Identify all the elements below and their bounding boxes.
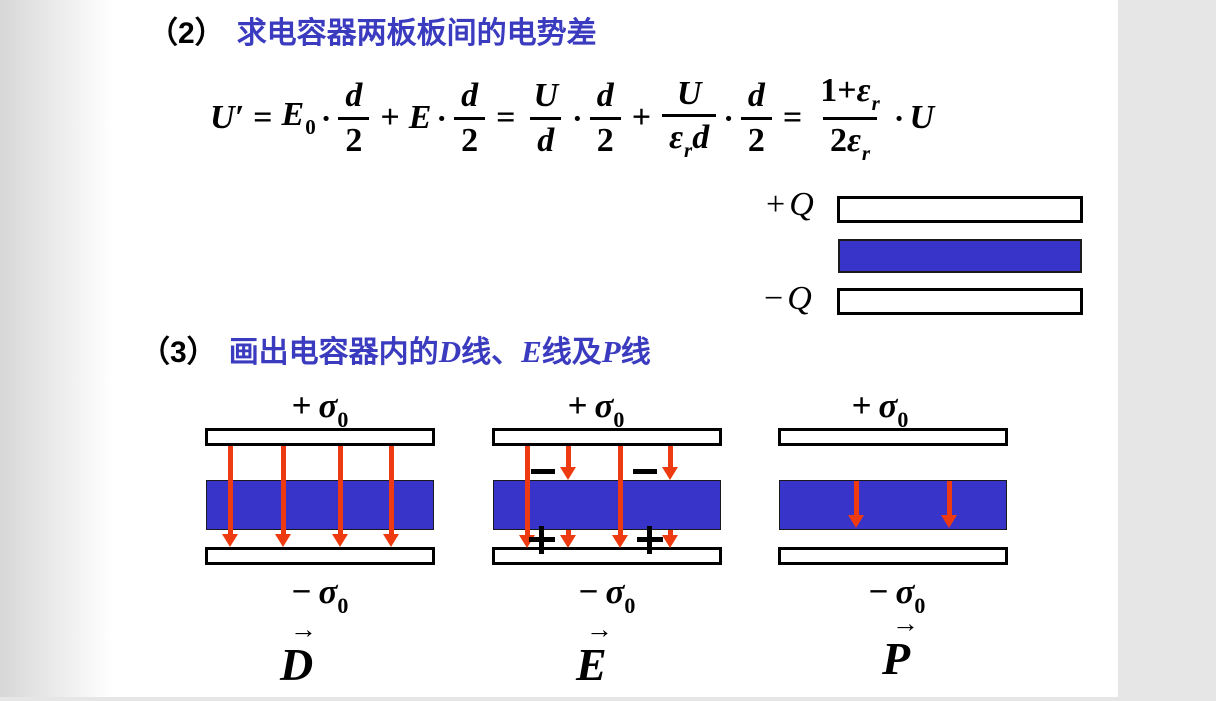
capacitor-dielectric-slab <box>838 239 1082 273</box>
e-field-line-arrow-long <box>612 446 628 548</box>
section-2-number: （2） <box>148 17 225 50</box>
d-vector-label: →D <box>280 614 317 690</box>
p-vector-label: →P <box>882 608 919 684</box>
section-2-heading: （2） 求电容器两板板间的电势差 <box>148 8 597 52</box>
vector-arrow-icon: → <box>586 614 613 644</box>
d-field-line-arrow <box>332 446 348 547</box>
bottom-plate <box>492 547 722 565</box>
e-field-line-arrow-top-gap <box>560 446 576 480</box>
e-field-line-arrow-bottom-gap <box>662 530 678 548</box>
bound-negative-charge-icon <box>531 469 555 474</box>
dot-operator: · <box>320 99 332 136</box>
plus-sign: + <box>631 99 652 136</box>
capacitor-bottom-plate <box>837 288 1083 315</box>
vector-arrow-icon: → <box>290 614 317 644</box>
bottom-plate <box>205 547 435 565</box>
minus-sigma0-label: −σ0 <box>578 572 636 618</box>
e-field-line-arrow-top-gap <box>662 446 678 480</box>
plus-sigma0-label: +σ0 <box>291 386 349 432</box>
plus-q-label: +Q <box>766 186 814 223</box>
d-field-line-arrow <box>222 446 238 547</box>
dot-operator: · <box>436 99 448 136</box>
plus-sigma0-label: +σ0 <box>567 386 625 432</box>
equals-sign: = <box>782 99 803 136</box>
equals-sign: = <box>253 99 273 136</box>
minus-sigma0-label: −σ0 <box>291 572 349 618</box>
d-field-line-arrow <box>383 446 399 547</box>
vector-arrow-icon: → <box>892 608 919 638</box>
d-field-line-arrow <box>275 446 291 547</box>
bound-positive-charge-icon <box>529 526 555 554</box>
top-plate <box>205 428 435 446</box>
dot-operator: · <box>893 99 905 136</box>
bound-positive-charge-icon <box>637 526 663 554</box>
dielectric-slab <box>779 480 1007 530</box>
equals-sign: = <box>496 99 516 136</box>
dot-operator: · <box>723 99 734 136</box>
formula-u: U <box>909 99 935 136</box>
section-3-number: （3） <box>140 336 217 369</box>
dielectric-slab <box>493 480 721 530</box>
e-vector-label: →E <box>576 614 613 690</box>
formula-u-prime: U′ <box>210 99 245 136</box>
capacitor-top-plate <box>837 196 1083 223</box>
formula-e0: E0 <box>281 96 316 139</box>
minus-sigma0-label: −σ0 <box>868 572 926 618</box>
section-3-heading: （3）画出电容器内的D线、E线及P线 <box>140 334 651 369</box>
plus-sigma0-label: +σ0 <box>851 386 909 432</box>
bound-negative-charge-icon <box>633 469 657 474</box>
section-2-title: 求电容器两板板间的电势差 <box>236 17 597 50</box>
e-field-line-arrow-bottom-gap <box>560 530 576 548</box>
p-field-line-arrow <box>941 481 957 528</box>
formula-e: E <box>408 99 432 136</box>
plus-sign: + <box>380 99 400 136</box>
slide-left-edge-shadow <box>0 0 112 697</box>
top-plate <box>778 428 1008 446</box>
dot-operator: · <box>572 99 583 136</box>
minus-q-label: −Q <box>764 280 812 317</box>
bottom-plate <box>778 547 1008 565</box>
p-field-line-arrow <box>848 481 864 528</box>
top-plate <box>492 428 722 446</box>
dielectric-slab <box>206 480 434 530</box>
